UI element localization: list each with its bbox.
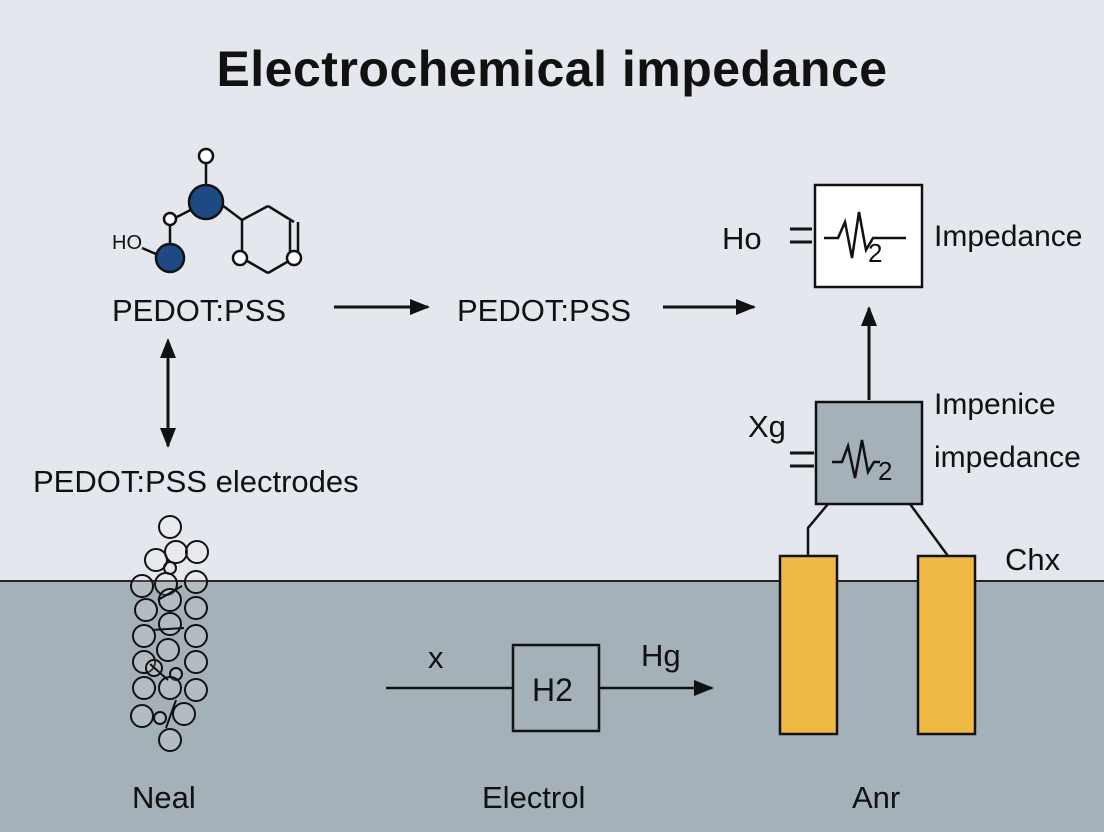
electrode-bar-left [778, 554, 839, 736]
ho-label: HO [112, 232, 142, 254]
impedance-box-mid-sub: 2 [878, 456, 893, 486]
impedance-box-top-sub: 2 [868, 238, 883, 268]
blue-atom-icon [154, 242, 186, 274]
small-atom-icon [162, 211, 178, 227]
oxygen-atom-icon [197, 147, 215, 165]
particle-cluster [130, 515, 209, 752]
ring-atom-icon [231, 249, 249, 267]
impenice-label: Impenice [934, 388, 1056, 421]
x-label: x [428, 640, 444, 675]
impedance-box-mid [814, 400, 924, 506]
ho-left-label: Ho [722, 221, 762, 256]
electrol-label: Electrol [482, 780, 586, 815]
pedot-label-2: PEDOT:PSS [457, 293, 631, 328]
impedance-label: Impedance [934, 220, 1083, 253]
connector-line [908, 503, 950, 557]
h2-box-label: H2 [532, 672, 573, 708]
pedot-electrodes-label: PEDOT:PSS electrodes [33, 464, 359, 499]
blue-atom-icon [187, 183, 225, 221]
chx-label: Chx [1005, 542, 1061, 577]
electrode-bar-right [916, 554, 977, 736]
h2-box [511, 643, 601, 733]
page-title: Electrochemical impedance [216, 41, 888, 97]
hg-label: Hg [641, 638, 681, 673]
impedance-box-top [813, 183, 924, 289]
ring-atom-icon [285, 249, 303, 267]
pedot-label-1: PEDOT:PSS [112, 293, 286, 328]
neal-label: Neal [132, 780, 196, 815]
impedance-label-2: impedance [934, 441, 1081, 474]
waveform-icon [832, 439, 880, 479]
waveform-icon [824, 211, 906, 259]
xg-label: Xg [748, 409, 786, 444]
anr-label: Anr [852, 780, 901, 815]
connector-line [806, 503, 829, 556]
